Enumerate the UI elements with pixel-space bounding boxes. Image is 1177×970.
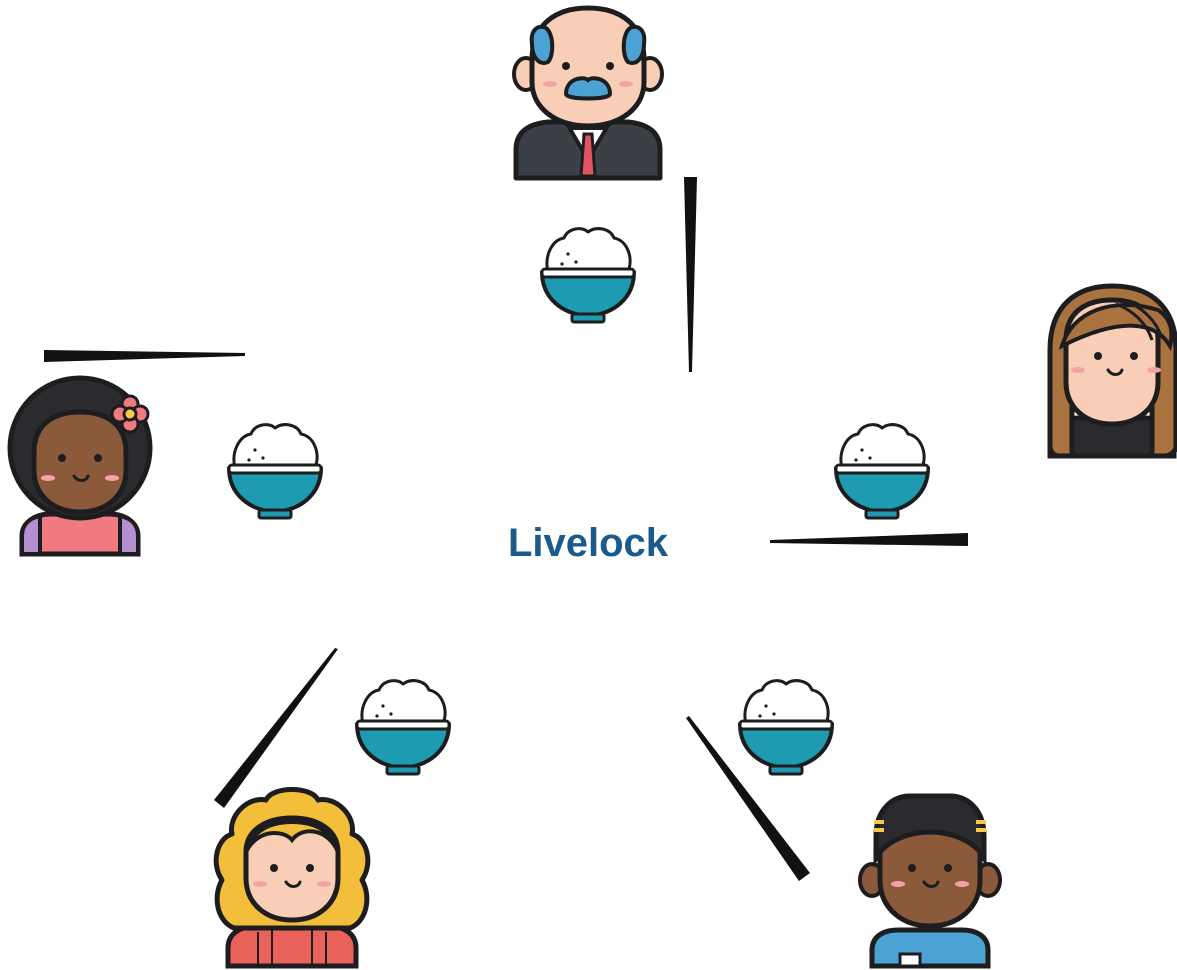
- diagram-title: Livelock: [508, 521, 669, 565]
- woman-with-flower-icon: [7, 375, 153, 557]
- chopstick-bottom-right: [686, 716, 810, 881]
- chopsticks: [44, 177, 968, 881]
- chopstick-left: [44, 350, 245, 362]
- rice-bowl-top-icon: [540, 226, 636, 324]
- brown-hair-woman-icon: [1047, 283, 1177, 459]
- chopstick-right: [770, 533, 968, 546]
- rice-bowl-bottom-right-icon: [738, 678, 834, 776]
- bald-man-in-suit-icon: [512, 5, 664, 181]
- rice-bowls: [227, 226, 930, 776]
- chopstick-top-right: [684, 177, 697, 372]
- rice-bowl-right-icon: [834, 422, 930, 520]
- chopstick-bottom-left: [214, 648, 338, 808]
- boy-with-headband-icon: [858, 793, 1002, 969]
- rice-bowl-left-icon: [227, 422, 323, 520]
- blonde-curly-woman-icon: [213, 787, 371, 969]
- rice-bowl-bottom-left-icon: [355, 678, 451, 776]
